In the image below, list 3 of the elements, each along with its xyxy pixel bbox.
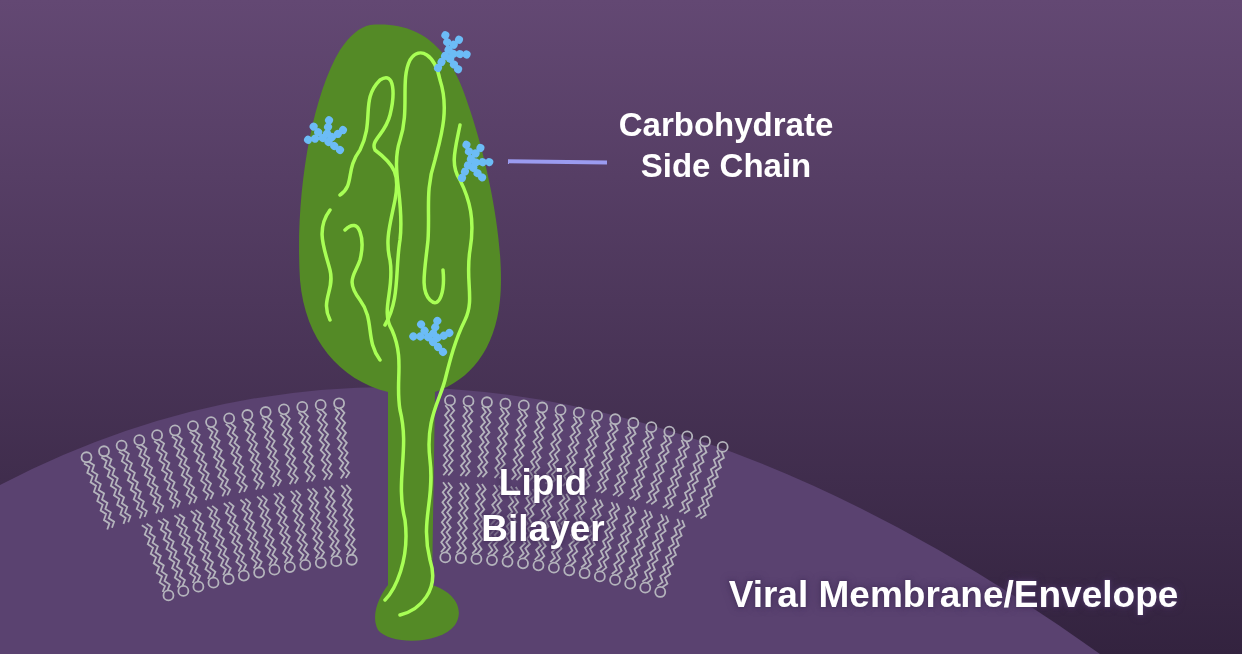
leader-line — [507, 159, 608, 165]
callout-label: Carbohydrate Side Chain — [617, 105, 835, 187]
text-label: Viral Membrane/Envelope — [727, 573, 1180, 617]
